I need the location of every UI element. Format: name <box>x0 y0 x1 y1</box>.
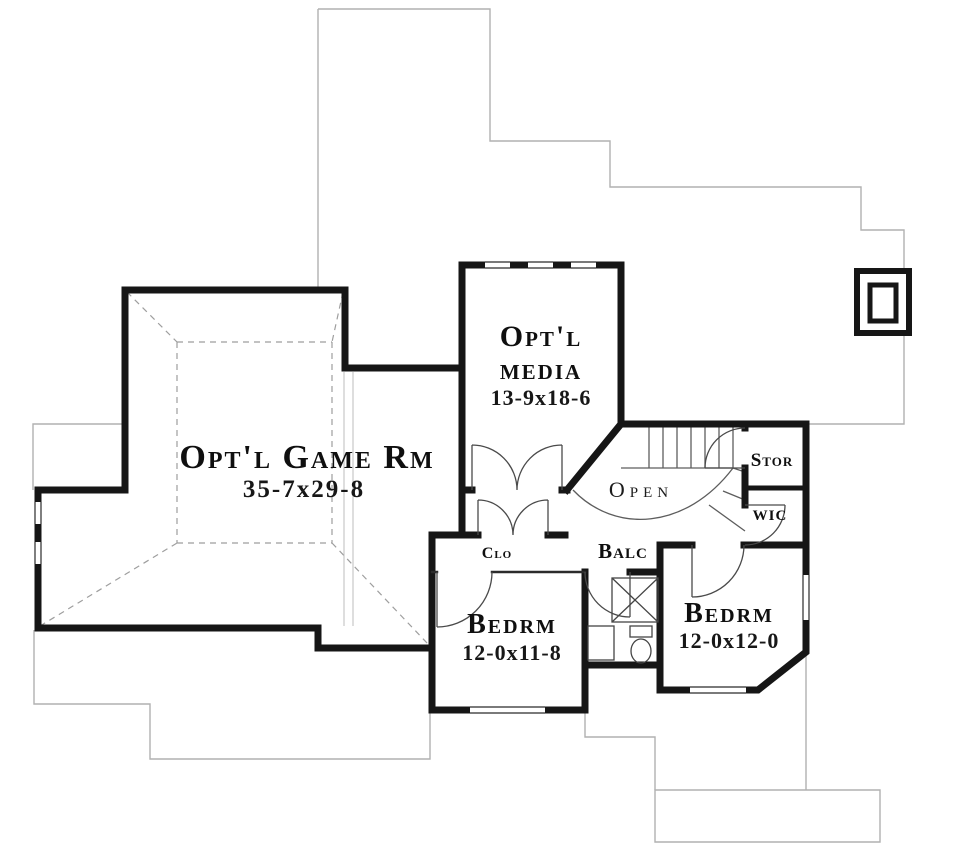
bedroom-left-window-frame <box>470 706 545 714</box>
bath-door-swing <box>584 571 631 618</box>
toilet-tank-fixture <box>629 625 653 638</box>
outline-bottom-center <box>584 712 656 790</box>
stor-label: Stor <box>751 450 794 471</box>
outline-left-notch <box>32 423 124 490</box>
closet-double-door-swing <box>477 499 549 536</box>
toilet-bowl-fixture <box>630 638 652 664</box>
stair-winders <box>708 467 746 532</box>
bedroom-left-window-gap <box>470 705 545 715</box>
media-window-frames <box>485 261 596 269</box>
right-wall-window-frame <box>802 575 810 620</box>
media-window-gap <box>485 260 510 270</box>
bedroom-left-label: Bedrm <box>467 609 557 640</box>
right-wall-window-gap <box>801 575 811 620</box>
stor-door-swing <box>704 427 746 469</box>
bedroom-right-label: Bedrm <box>684 598 774 629</box>
vanity-fixture <box>587 625 615 661</box>
roof-hip-lines <box>39 291 429 645</box>
game-room-window-gap <box>33 542 43 564</box>
bath-fixtures <box>587 577 659 664</box>
game-room-window-gap <box>33 502 43 524</box>
doors <box>436 427 786 628</box>
stair-treads <box>648 427 734 468</box>
roof-dashed-lines <box>39 291 429 645</box>
windows <box>33 260 811 715</box>
bedroom-right-dims: 12-0x12-0 <box>679 628 780 653</box>
chimney <box>854 268 912 336</box>
media-window-gap <box>528 260 553 270</box>
stair-open-well-edge <box>572 467 734 520</box>
media-room-label-line1: Opt'l <box>500 320 583 353</box>
ceiling-break-lines <box>343 372 354 626</box>
outline-top-right <box>318 8 905 425</box>
media-double-door-swing <box>471 444 563 491</box>
room-labels: Opt'l Game Rm 35-7x29-8 Opt'l media 13-9… <box>179 320 794 665</box>
media-window-gap <box>571 260 596 270</box>
outline-bottom-left <box>33 630 431 760</box>
media-room-dims: 13-9x18-6 <box>491 385 592 410</box>
bedroom-right-window-frame <box>690 686 746 694</box>
closet-label: Clo <box>482 545 512 562</box>
bedroom-right-window-gap <box>690 685 746 695</box>
wic-label: WIC <box>753 508 788 524</box>
media-room-label-line2: media <box>500 353 582 386</box>
game-room-label: Opt'l Game Rm <box>179 439 434 476</box>
wic-door-swing <box>744 504 786 546</box>
chimney-inner-box <box>867 282 899 324</box>
stair-open-label: Open <box>609 477 673 502</box>
balcony-label: Balc <box>598 539 648 563</box>
game-room-window-frames <box>34 502 42 564</box>
bedroom-left-door-swing <box>436 571 493 628</box>
bedroom-right-door-swing <box>691 544 745 598</box>
game-room-dims: 35-7x29-8 <box>243 476 365 503</box>
shower-fixture <box>611 577 659 623</box>
walls <box>34 261 810 714</box>
game-room-walls <box>34 286 466 652</box>
bedroom-left-dims: 12-0x11-8 <box>462 640 561 665</box>
shower-cross-lines <box>611 577 659 623</box>
